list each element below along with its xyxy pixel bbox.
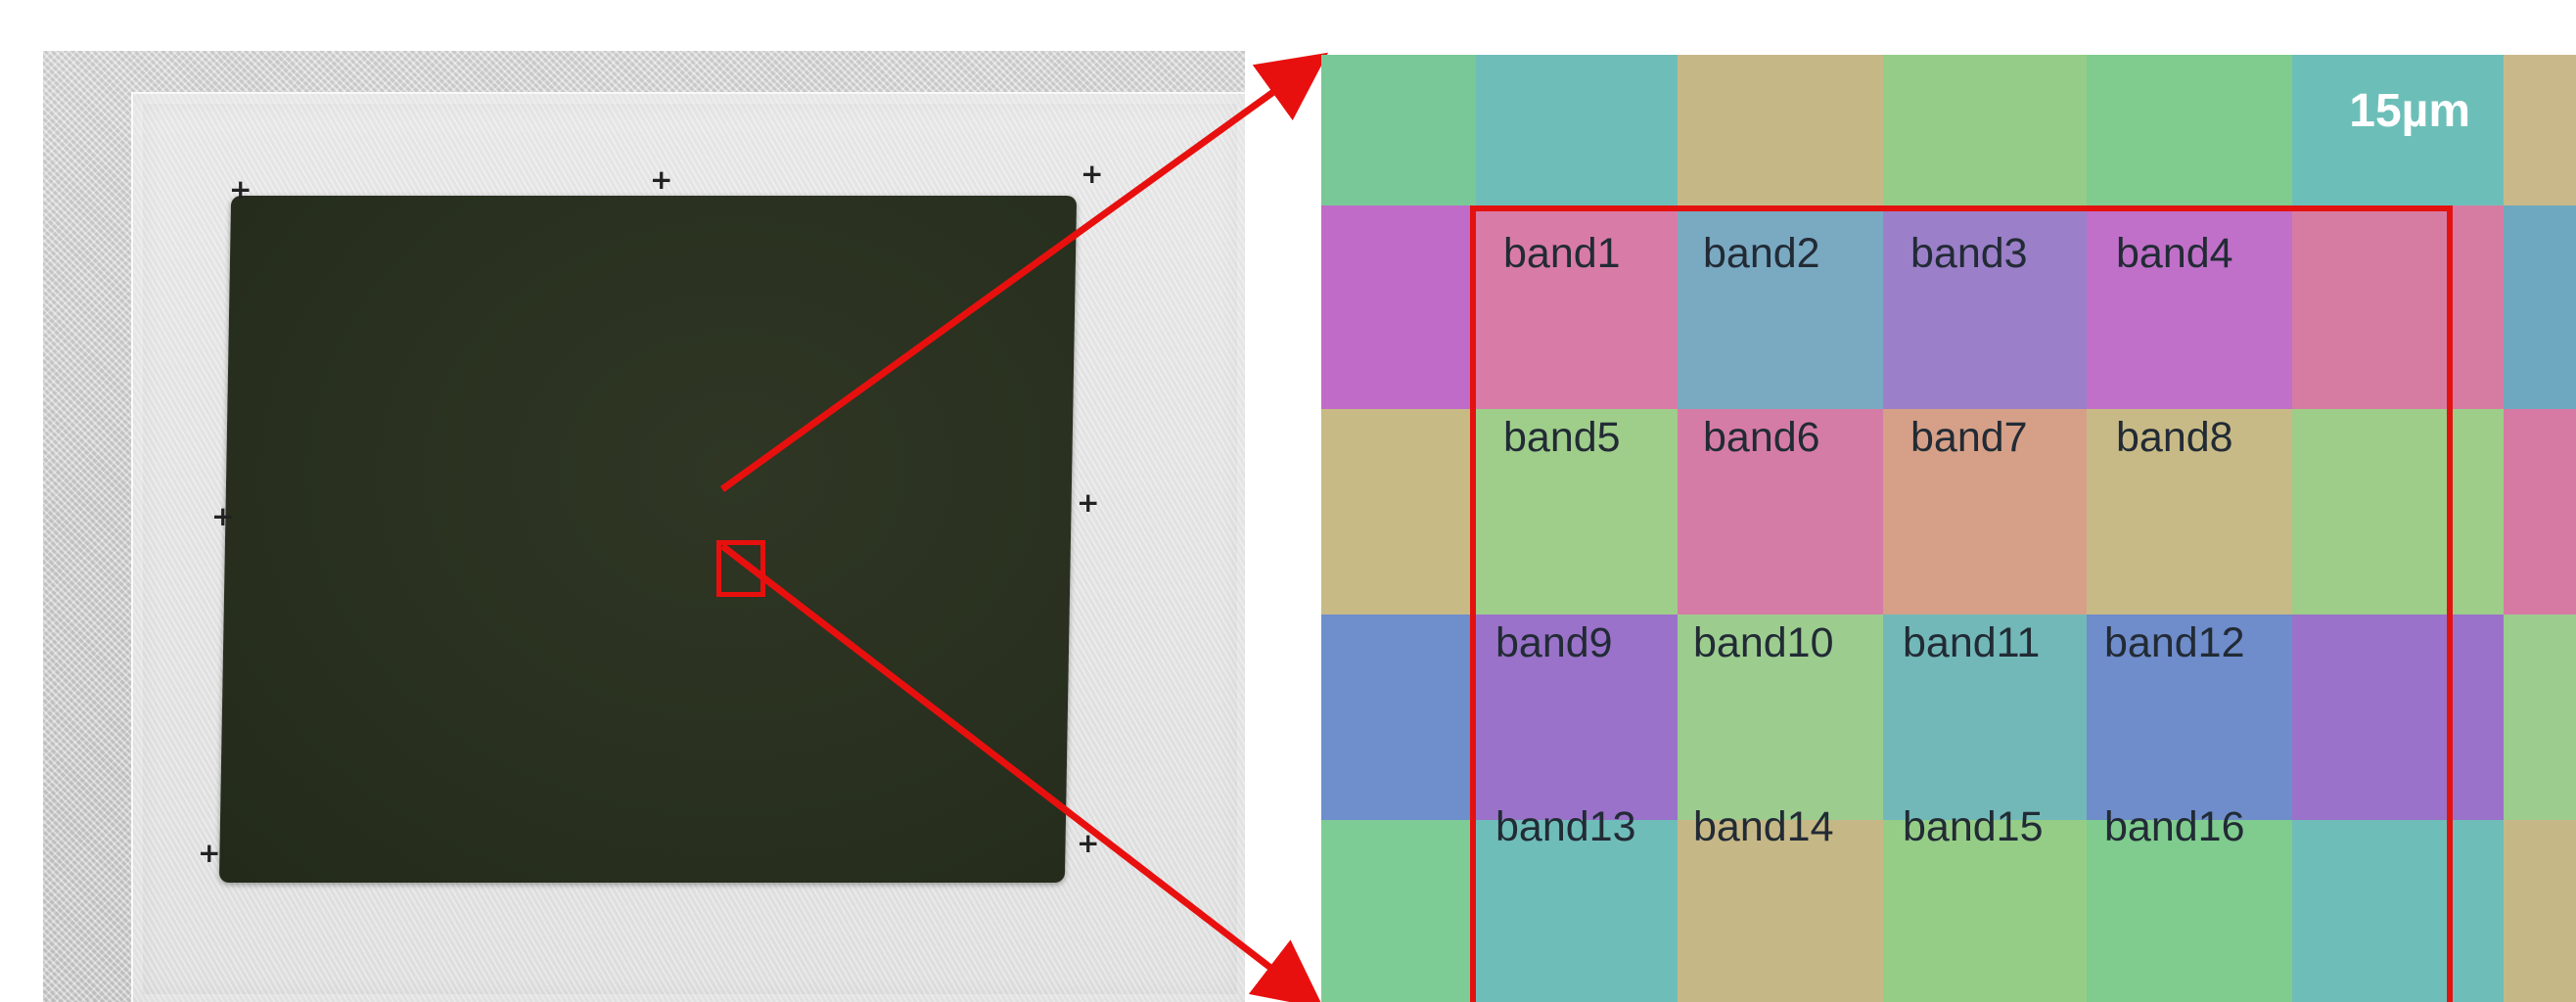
- alignment-mark-icon: +: [1077, 827, 1100, 859]
- alignment-mark-icon: +: [211, 500, 235, 532]
- filter-cell: [2504, 205, 2576, 409]
- band-label: band9: [1495, 619, 1613, 666]
- filter-cell: [1883, 615, 2087, 820]
- filter-cell: [1321, 820, 1476, 1002]
- band-label: band3: [1910, 230, 2028, 277]
- alignment-mark-icon: +: [229, 173, 253, 205]
- filter-cell: [1883, 409, 2087, 615]
- alignment-mark-icon: +: [1081, 158, 1104, 190]
- band-label: band15: [1903, 803, 2044, 850]
- band-label: band14: [1693, 803, 1834, 850]
- band-label: band7: [1910, 414, 2028, 461]
- band-label: band16: [2104, 803, 2245, 850]
- alignment-mark-icon: +: [1077, 486, 1100, 519]
- alignment-mark-icon: +: [650, 163, 673, 196]
- filter-cell: [2292, 820, 2504, 1002]
- filter-cell: [1476, 820, 1678, 1002]
- filter-cell: [1321, 55, 1476, 205]
- filter-array-chip: [218, 196, 1078, 883]
- band-label: band1: [1503, 230, 1621, 277]
- filter-cell: [1476, 205, 1678, 409]
- filter-cell: [1883, 205, 2087, 409]
- band-label: band5: [1503, 414, 1621, 461]
- filter-cell: [1476, 55, 1678, 205]
- sensor-photo: + + + + + + +: [43, 51, 1245, 1002]
- filter-cell: [2504, 55, 2576, 205]
- zoom-region-marker: [716, 540, 765, 597]
- band-label: band10: [1693, 619, 1834, 666]
- filter-cell: [2504, 615, 2576, 820]
- filter-cell: [1678, 820, 1883, 1002]
- filter-cell: [1883, 55, 2087, 205]
- filter-cell: [1321, 615, 1476, 820]
- filter-micrograph: 15µm band1 band2 band3 band4 band5 band6 band7…: [1321, 55, 2576, 1002]
- band-label: band13: [1495, 803, 1636, 850]
- band-label: band2: [1703, 230, 1820, 277]
- alignment-mark-icon: +: [198, 837, 221, 869]
- filter-cell: [2087, 409, 2292, 615]
- filter-cell: [1678, 409, 1883, 615]
- roi-box: [1470, 205, 2453, 1002]
- filter-cell: [2504, 409, 2576, 615]
- filter-cell: [1883, 820, 2087, 1002]
- filter-cell: [2292, 205, 2504, 409]
- filter-cell: [2292, 615, 2504, 820]
- filter-cell: [1678, 615, 1883, 820]
- filter-cell: [2087, 820, 2292, 1002]
- filter-cell: [2087, 55, 2292, 205]
- band-label: band8: [2116, 414, 2233, 461]
- filter-cell: [2292, 55, 2504, 205]
- band-label: band11: [1903, 619, 2041, 666]
- filter-cell: [1678, 55, 1883, 205]
- filter-cell: [2087, 615, 2292, 820]
- filter-cell: [1476, 615, 1678, 820]
- scale-label: 15µm: [2349, 85, 2470, 137]
- filter-cell: [2292, 409, 2504, 615]
- band-label: band6: [1703, 414, 1820, 461]
- filter-cell: [1678, 205, 1883, 409]
- band-label: band12: [2104, 619, 2245, 666]
- filter-cell: [1321, 205, 1476, 409]
- filter-cell: [2087, 205, 2292, 409]
- filter-cell: [1321, 409, 1476, 615]
- band-label: band4: [2116, 230, 2233, 277]
- filter-cell: [1476, 409, 1678, 615]
- filter-cell: [2504, 820, 2576, 1002]
